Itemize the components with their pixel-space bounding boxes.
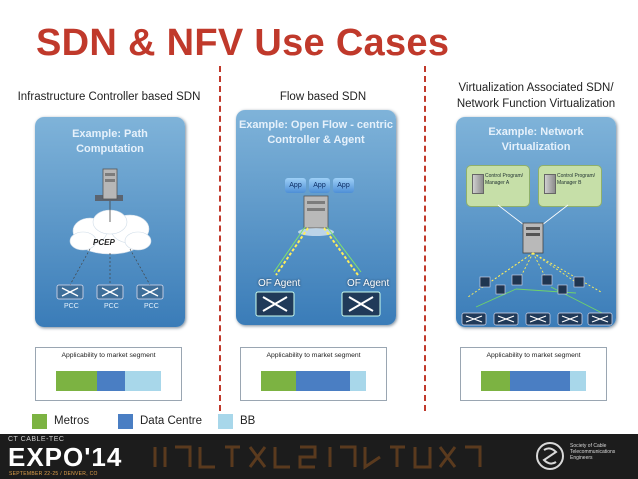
applicability-bar-1 xyxy=(56,371,161,391)
column-separator-2 xyxy=(424,66,426,411)
applicability-box-3: Applicability to market segment xyxy=(460,347,607,401)
server-slot xyxy=(307,208,325,211)
column-separator-1 xyxy=(219,66,221,411)
app-box: App xyxy=(285,178,306,193)
server-slot xyxy=(105,179,115,182)
column-3-heading-line1: Virtualization Associated SDN/ xyxy=(458,82,614,94)
server-slot xyxy=(526,233,540,236)
legend-label-bb: BB xyxy=(240,415,256,427)
legend-label-metros: Metros xyxy=(54,415,90,427)
scte-text: Society of Cable Telecommunications Engi… xyxy=(570,443,616,461)
panel-2-line2: Controller & Agent xyxy=(267,134,365,146)
openflow-link xyxy=(326,226,362,273)
pcep-link xyxy=(129,248,151,286)
control-program-a-label: Control Program/ Manager A xyxy=(485,173,524,186)
small-switch-icons xyxy=(479,274,585,295)
openflow-switch-icon xyxy=(341,291,381,317)
panel-1-line2: Computation xyxy=(76,143,144,155)
panel-1-caption: Example: Path Computation xyxy=(35,127,185,157)
router-icon xyxy=(136,284,164,300)
pce-server-icon xyxy=(102,168,118,200)
column-1-heading: Infrastructure Controller based SDN xyxy=(17,91,201,103)
router-icon xyxy=(56,284,84,300)
pcep-link xyxy=(69,248,91,286)
router-icon xyxy=(96,284,124,300)
applicability-segment-metros xyxy=(261,371,296,391)
pcc-label: PCC xyxy=(104,303,119,310)
panel-2-line1: Example: Open Flow - centric xyxy=(238,119,394,131)
expo-dates: SEPTEMBER 22-25 / DENVER, CO xyxy=(9,471,98,477)
applicability-segment-bb xyxy=(125,371,161,391)
footer-banner: CT CABLE-TEC EXPO'14 SEPTEMBER 22-25 / D… xyxy=(0,434,638,479)
pcc-label: PCC xyxy=(64,303,79,310)
panel-3-line2: Virtualization xyxy=(501,141,571,153)
panel-1-line1: Example: Path xyxy=(72,128,148,140)
control-link xyxy=(497,204,525,226)
applicability-segment-bb xyxy=(570,371,586,391)
of-agent-label: OF Agent xyxy=(258,278,301,289)
network-virtualization-diagram xyxy=(461,204,613,326)
of-agent-label: OF Agent xyxy=(347,278,390,289)
app-box: App xyxy=(309,178,330,193)
legend-swatch-bb xyxy=(218,414,233,429)
switch-row xyxy=(461,312,613,326)
applicability-label: Applicability to market segment xyxy=(266,352,361,359)
panel-network-virtualization: Example: Network Virtualization xyxy=(456,117,616,327)
virtual-links xyxy=(467,252,602,298)
openflow-link xyxy=(275,227,309,276)
pcep-label: PCEP xyxy=(93,238,115,247)
column-3-heading-line2: Network Function Virtualization xyxy=(456,98,616,110)
server-slot xyxy=(526,227,540,230)
legend-label-data-centre: Data Centre xyxy=(140,415,203,427)
applicability-bar-3 xyxy=(481,371,586,391)
server-icon xyxy=(472,174,484,194)
app-box: App xyxy=(333,178,354,193)
applicability-label: Applicability to market segment xyxy=(61,352,156,359)
scte-logo-icon xyxy=(536,442,564,470)
openflow-switch-icon xyxy=(255,291,295,317)
legend-swatch-metros xyxy=(32,414,47,429)
column-2-heading: Flow based SDN xyxy=(279,91,367,103)
panel-3-line1: Example: Network xyxy=(488,126,584,138)
server-slot xyxy=(105,173,115,176)
pcc-label: PCC xyxy=(144,303,159,310)
decorative-stencil-graphic xyxy=(153,445,482,470)
control-link xyxy=(541,204,569,226)
physical-links xyxy=(475,286,607,316)
expo-logo: EXPO'14 xyxy=(8,442,123,472)
control-program-b-box: Control Program/ Manager B xyxy=(538,165,602,207)
control-program-a-box: Control Program/ Manager A xyxy=(466,165,530,207)
applicability-segment-metros xyxy=(481,371,511,391)
slide-title: SDN & NFV Use Cases xyxy=(36,22,450,64)
applicability-box-1: Applicability to market segment xyxy=(35,347,182,401)
applicability-segment-data-centre xyxy=(96,371,126,391)
cloud-icon xyxy=(69,209,152,255)
panel-3-caption: Example: Network Virtualization xyxy=(456,125,616,155)
applicability-bar-2 xyxy=(261,371,366,391)
applicability-segment-bb xyxy=(350,371,366,391)
applicability-label: Applicability to market segment xyxy=(486,352,581,359)
server-icon xyxy=(544,174,556,194)
server-slot xyxy=(307,201,325,204)
cable-tec-label: CT CABLE-TEC xyxy=(8,436,65,443)
applicability-box-2: Applicability to market segment xyxy=(240,347,387,401)
applicability-segment-data-centre xyxy=(295,371,351,391)
openflow-link xyxy=(323,227,359,276)
openflow-link xyxy=(273,226,306,273)
control-program-b-label: Control Program/ Manager B xyxy=(557,173,596,186)
applicability-segment-data-centre xyxy=(510,371,571,391)
openflow-diagram xyxy=(255,195,381,317)
column-3-heading: Virtualization Associated SDN/ Network F… xyxy=(440,80,632,112)
panel-2-caption: Example: Open Flow - centric Controller … xyxy=(236,118,396,148)
controller-server-icon xyxy=(303,195,329,229)
path-computation-diagram xyxy=(56,168,164,300)
legend-swatch-data-centre xyxy=(118,414,133,429)
applicability-segment-metros xyxy=(56,371,97,391)
